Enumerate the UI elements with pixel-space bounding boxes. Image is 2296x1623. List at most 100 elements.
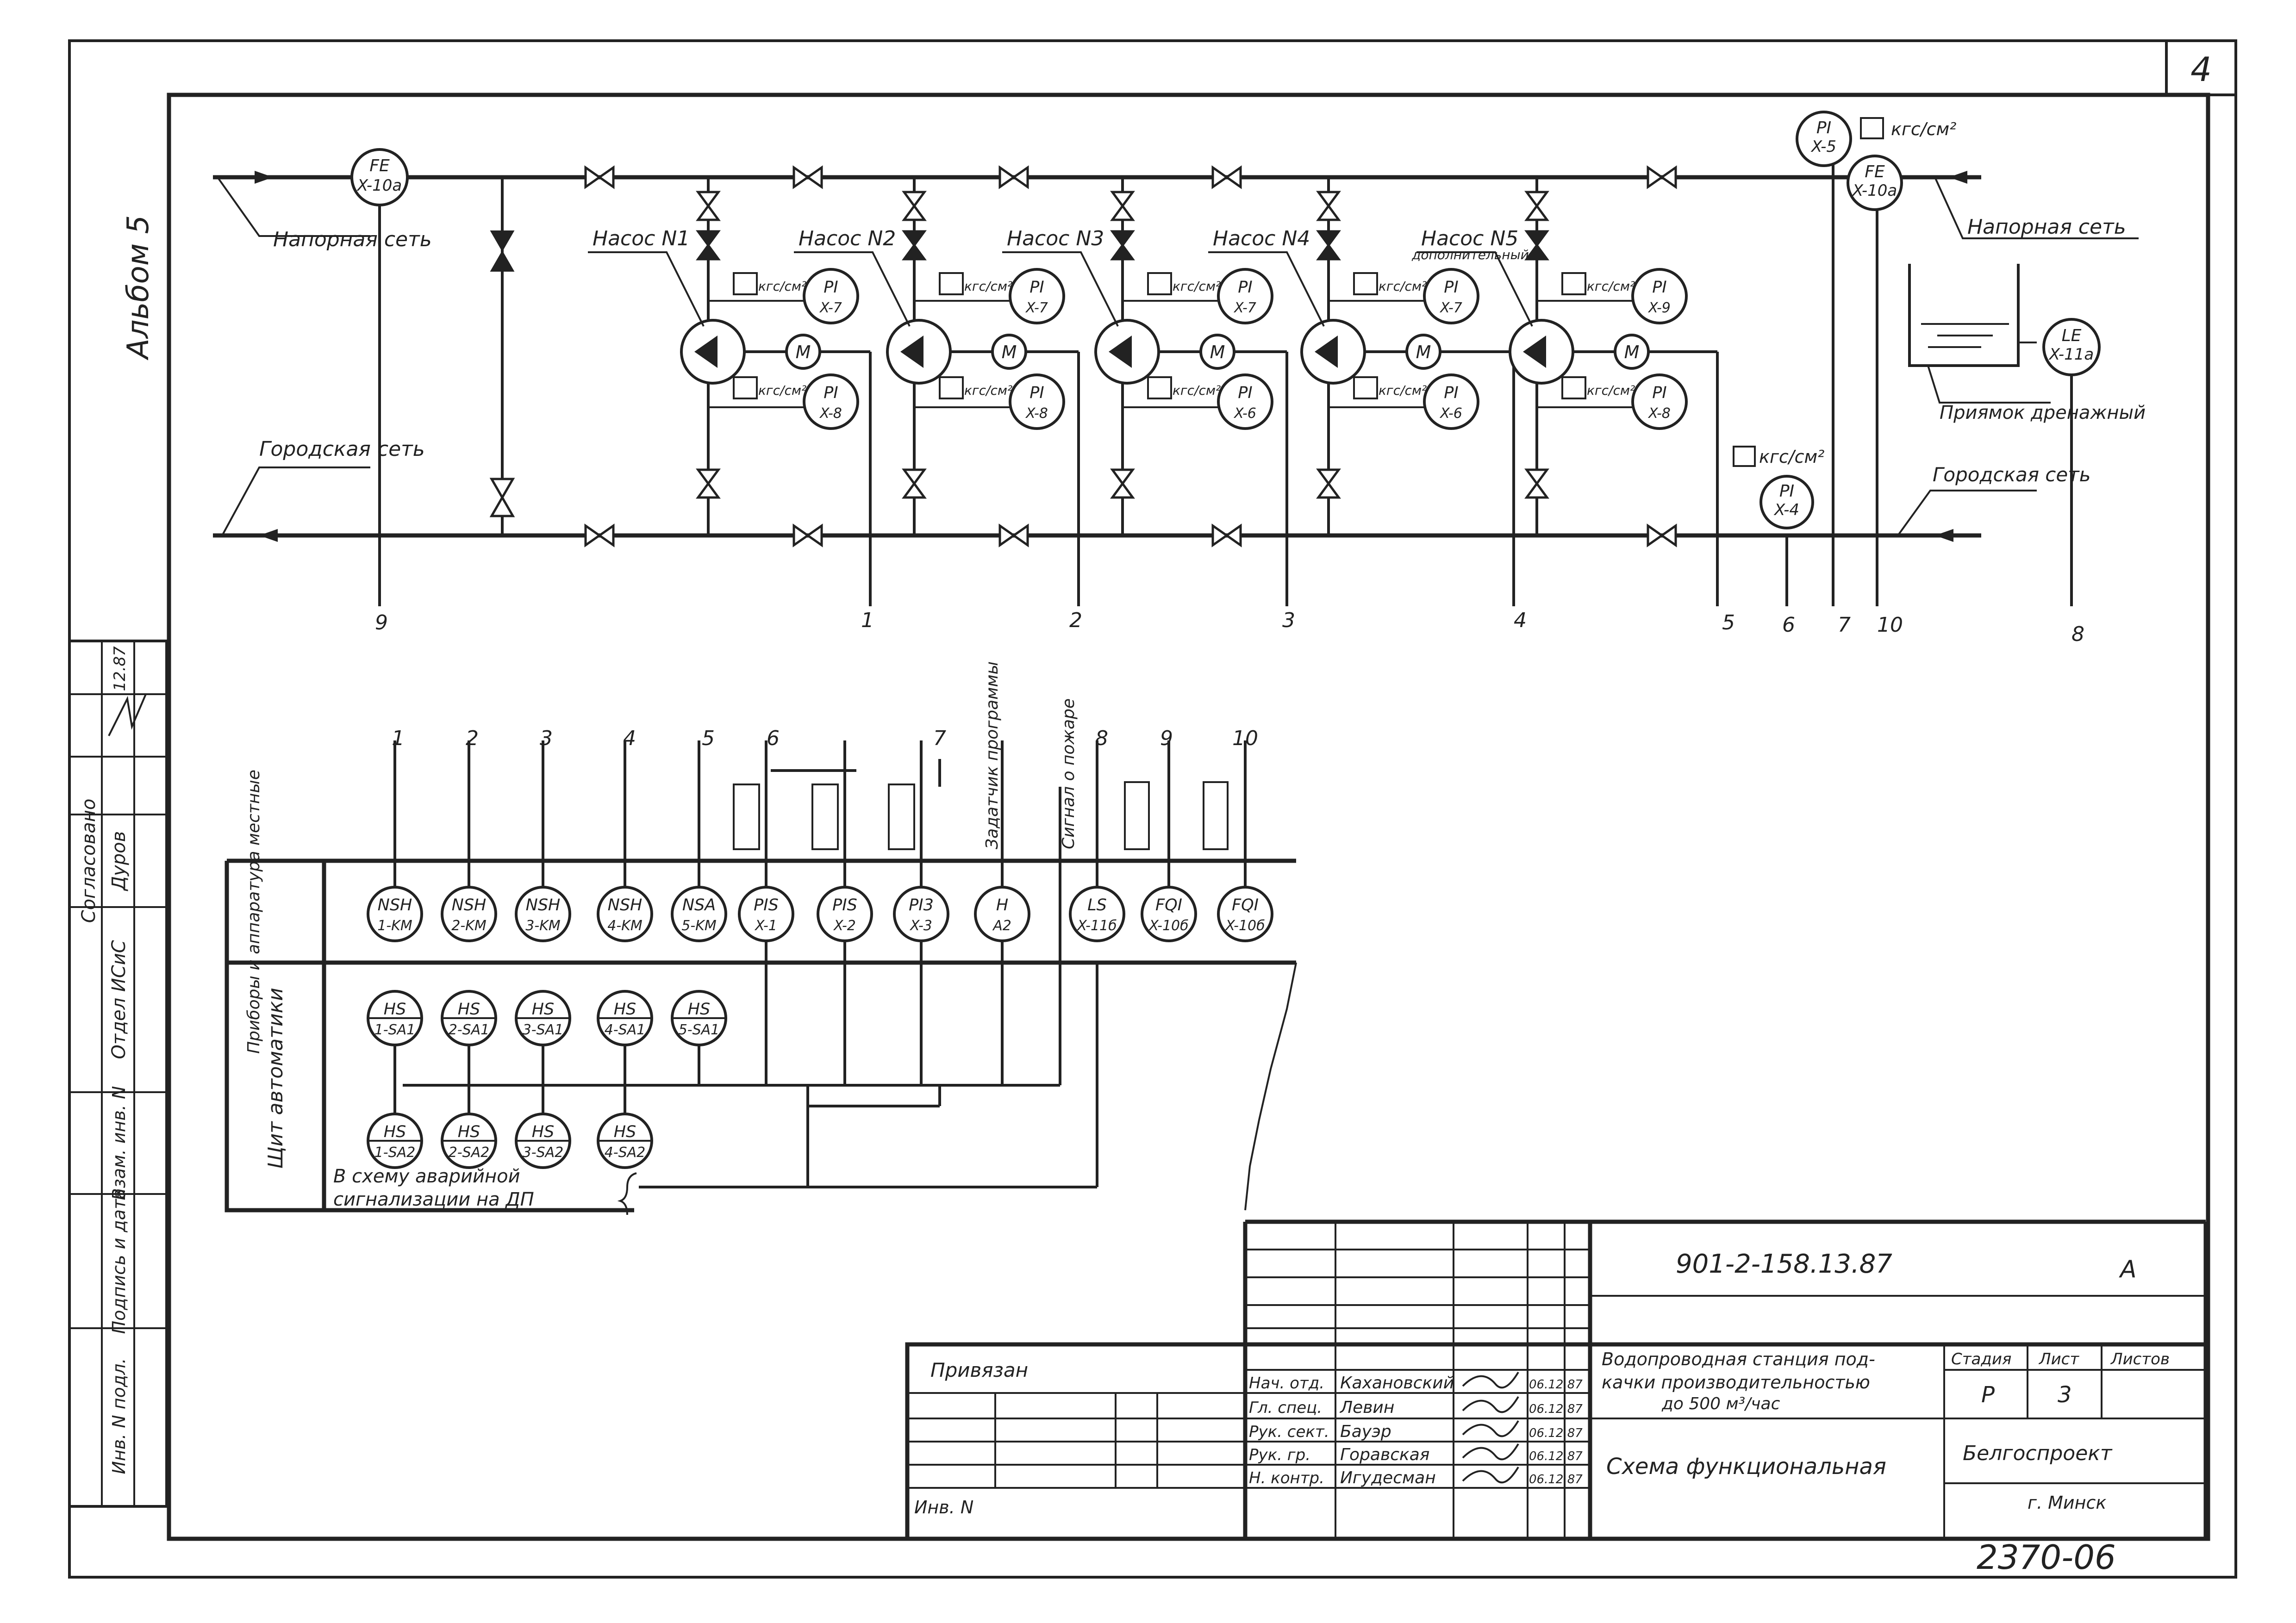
hs-switch-tag: 5-SA1: [679, 1022, 720, 1038]
city-network-left: Городская сеть: [259, 437, 425, 461]
motor-icon: M: [1199, 334, 1235, 370]
pi-top-instrument-code: PI: [1652, 278, 1666, 297]
hs-switch-tag: 4-SA1: [605, 1022, 646, 1038]
panel-device-ls-tag: X-11б: [1076, 918, 1117, 934]
panel-device-nsa-code: NSA: [682, 896, 716, 914]
panel-device-ls-code: LS: [1087, 896, 1107, 914]
panel-device-nsh-tag: 2-KM: [451, 918, 487, 934]
pi-x4-tag: X-4: [1773, 501, 1799, 519]
hs-switch: HS3-SA2: [515, 1113, 571, 1169]
signatory-role: Рук. сект.: [1249, 1423, 1329, 1441]
line-number: 5: [1722, 611, 1735, 634]
gauge-box: [1561, 272, 1586, 295]
gauge-box: [1147, 376, 1172, 399]
signatory-name: Игудесман: [1340, 1468, 1436, 1487]
sheet-value: 3: [2058, 1382, 2072, 1408]
panel-device-fqi-tag: X-10б: [1148, 918, 1188, 934]
pump-suction-valve: [1316, 468, 1341, 499]
flow-arrow-city-left: [259, 529, 278, 542]
line-number: 6: [1782, 613, 1795, 637]
stamp-agreed: Согласовано: [78, 799, 100, 923]
pump-note: дополнительный: [1411, 247, 1529, 262]
pressure-unit: кгс/см²: [758, 383, 806, 398]
pi-bottom-instrument-tag: X-8: [819, 405, 842, 422]
pump-check-valve: [696, 230, 721, 261]
alarm-note-2: сигнализации на ДП: [333, 1189, 534, 1210]
panel-device-h: HA2: [974, 886, 1030, 942]
pi-top-instrument: PI X-9: [1631, 268, 1688, 324]
pi-bottom-instrument: PIX-6: [1423, 373, 1479, 430]
hs-switch: HS4-SA1: [597, 990, 653, 1046]
panel-column-number: 7: [933, 727, 946, 750]
panel-device-fqi-tag: X-10б: [1224, 918, 1265, 934]
signatory-date: 06.12.87: [1529, 1473, 1583, 1486]
panel-device-nsh-tag: 4-KM: [607, 918, 643, 934]
stamp-col-2: Инв. N подл.: [109, 1358, 129, 1474]
panel-device-pi3-tag: X-3: [909, 918, 932, 934]
project-line-3: до 500 м³/час: [1661, 1394, 1780, 1413]
panel-column-number: 3: [540, 727, 553, 750]
process-diagram: Напорная сеть Городская сеть Напорная се…: [213, 111, 2146, 646]
svg-text:M: M: [1002, 342, 1017, 362]
panel-device-nsh-code: NSH: [378, 896, 412, 914]
pump-suction-valve: [1524, 468, 1549, 499]
gauge-box: [939, 376, 964, 399]
panel-device-nsh-tag: 3-KM: [525, 918, 561, 934]
pi-top-instrument-tag: X-7: [1233, 300, 1256, 316]
panel-device-nsh-code: NSH: [608, 896, 643, 914]
pump-discharge-valve: [902, 191, 927, 221]
automation-panel: Приборы и аппаратура местные Щит автомат…: [225, 661, 1297, 1215]
signatory-role: Рук. гр.: [1249, 1446, 1310, 1464]
hs-switch: HS2-SA1: [441, 990, 497, 1046]
drain-pit-label: Приямок дренажный: [1940, 402, 2146, 423]
signatory-date: 06.12.87: [1529, 1378, 1583, 1392]
pump-label: Насос N1: [593, 227, 690, 250]
pump-label: Насос N3: [1007, 227, 1104, 250]
panel-column-number: 8: [1095, 727, 1108, 750]
pi-bottom-instrument-tag: X-8: [1647, 405, 1671, 422]
pi-top-instrument-tag: X-9: [1647, 300, 1671, 316]
stamp-person: Дуров: [108, 831, 130, 891]
pressure-unit: кгс/см²: [758, 279, 806, 294]
hs-switch-tag: 2-SA1: [449, 1022, 490, 1038]
line-number: 9: [375, 611, 388, 634]
doc-code: 901-2-158.13.87: [1676, 1249, 1892, 1279]
pump-check-valve: [1110, 230, 1135, 261]
pressure-unit: кгс/см²: [1379, 383, 1427, 398]
panel-column-number: 10: [1232, 727, 1258, 750]
svg-text:M: M: [1416, 342, 1431, 362]
panel-device-h-code: H: [996, 896, 1008, 914]
note-program-setter: Задатчик программы: [983, 661, 1002, 849]
signatory-name: Горавская: [1340, 1445, 1429, 1464]
pi-bottom-instrument: PIX-8: [803, 373, 859, 430]
pi-top-instrument-code: PI: [824, 278, 838, 297]
binding-label: Привязан: [930, 1359, 1028, 1381]
panel-column-number: 9: [1160, 727, 1173, 750]
pi-x5-code: PI: [1816, 118, 1831, 137]
pressure-unit: кгс/см²: [1173, 383, 1221, 398]
hs-switch-code: HS: [532, 1000, 555, 1019]
pi-top-instrument: PIX-7: [1423, 268, 1479, 324]
pump-check-valve: [1524, 230, 1549, 261]
pump-suction-valve: [902, 468, 927, 499]
pi-top-instrument-tag: X-7: [1025, 300, 1048, 316]
panel-break-line: [1244, 962, 1297, 1211]
hs-switch-tag: 3-SA1: [523, 1022, 564, 1038]
panel-device-nsh: NSH 4-KM: [597, 886, 653, 942]
le-tag: X-11a: [2048, 345, 2094, 364]
pi-top-instrument-code: PI: [1029, 278, 1044, 297]
pump-triangle-icon: [1315, 336, 1338, 368]
pump-discharge-valve: [1316, 191, 1341, 221]
panel-columns: NSH1-KMNSH2-KMNSH3-KMNSH4-KMNSA5-KMPISX-…: [367, 727, 1273, 1169]
stamp-col-1: Подпись и дата: [109, 1188, 129, 1334]
pump-triangle-icon: [694, 336, 718, 368]
line-number: 2: [1069, 609, 1082, 632]
signature-mark: [1462, 1420, 1519, 1437]
pi-top-instrument-tag: X-7: [1439, 300, 1462, 316]
pi-x4-unit: кгс/см²: [1759, 447, 1824, 467]
hs-switch: HS4-SA2: [597, 1113, 653, 1169]
note-fire-signal: Сигнал о пожаре: [1059, 698, 1078, 849]
gauge-box: [1147, 272, 1172, 295]
